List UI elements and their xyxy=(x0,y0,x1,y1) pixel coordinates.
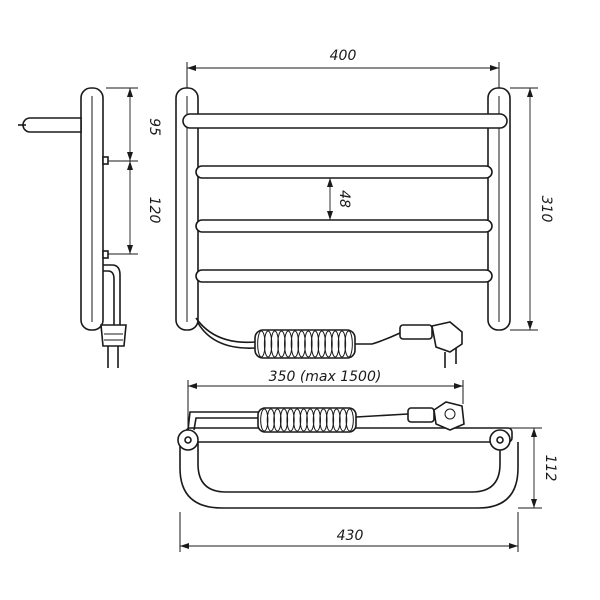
dim-112-label: 112 xyxy=(542,455,558,482)
front-rung-2 xyxy=(195,219,493,233)
coil-loop xyxy=(299,408,308,432)
front-coil xyxy=(254,329,356,359)
coil-loop xyxy=(324,330,333,358)
dim-95-label: 95 xyxy=(146,118,162,136)
dim-350-label: 350 (max 1500) xyxy=(269,369,382,385)
top-view: 350 (max 1500) 430 112 xyxy=(177,369,558,552)
coil-loop xyxy=(325,408,335,432)
top-coil xyxy=(257,407,357,433)
dim-120-label: 120 xyxy=(146,197,162,224)
side-plug xyxy=(100,324,127,347)
top-u-bar xyxy=(179,442,519,509)
coil-loop xyxy=(293,408,302,432)
dim-430-label: 430 xyxy=(337,528,364,544)
coil-loop xyxy=(332,408,341,432)
dim-400-label: 400 xyxy=(330,48,357,64)
coil-loop xyxy=(312,408,321,432)
coil-loop xyxy=(344,330,353,358)
front-view: 400 310 48 xyxy=(175,48,554,368)
coil-loop xyxy=(337,330,347,358)
coil-loop xyxy=(331,330,340,358)
coil-loop xyxy=(319,408,328,432)
coil-loop xyxy=(317,330,326,358)
coil-loop xyxy=(273,408,282,432)
front-plug xyxy=(399,321,463,368)
coil-loop xyxy=(277,330,286,358)
dim-48-label: 48 xyxy=(336,190,352,208)
coil-loop xyxy=(279,408,289,432)
coil-loop xyxy=(257,330,266,358)
coil-loop xyxy=(290,330,300,358)
coil-loop xyxy=(310,330,320,358)
coil-loop xyxy=(297,330,306,358)
coil-loop xyxy=(306,408,315,432)
coil-loop xyxy=(270,330,279,358)
coil-loop xyxy=(260,408,269,432)
side-top-arm xyxy=(22,117,82,133)
coil-loop xyxy=(286,408,295,432)
coil-loop xyxy=(284,330,293,358)
front-top-bar xyxy=(182,113,508,129)
dim-310-label: 310 xyxy=(538,196,554,223)
coil-loop xyxy=(345,408,354,432)
coil-loop xyxy=(304,330,313,358)
coil-loop xyxy=(339,408,348,432)
top-plug xyxy=(407,401,465,431)
front-rung-3 xyxy=(195,269,493,283)
front-rung-1 xyxy=(195,165,493,179)
coil-loop xyxy=(263,330,273,358)
side-view: 95 120 xyxy=(18,87,162,368)
coil-loop xyxy=(266,408,275,432)
